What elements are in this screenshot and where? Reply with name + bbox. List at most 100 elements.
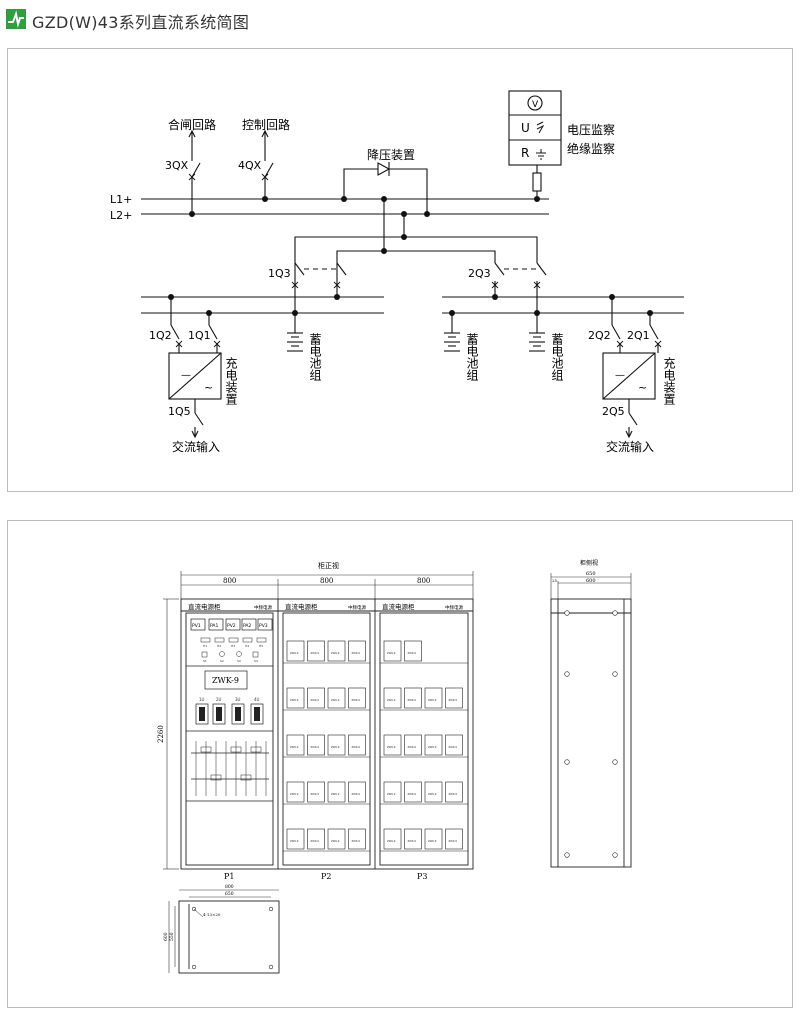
rectifier-module-p2-2-3 (348, 734, 366, 756)
rectifier-module-label: ZWK-9 (428, 698, 437, 702)
rectifier-module-label: ZWK-9 (331, 839, 340, 843)
rectifier-module-label: ZWK-9 (290, 698, 299, 702)
dim-height: 2260 (157, 725, 165, 743)
p2-maker-label: 中频电源 (348, 604, 366, 611)
meter-pv3: PV3 (259, 623, 268, 629)
meter-pv1: PV1 (192, 623, 201, 629)
rectifier-module-p2-0-2 (327, 640, 346, 662)
rectifier-module-label: ZWK-9 (387, 651, 396, 655)
battery-group-left-label: 蓄电池组 (308, 333, 322, 381)
battery-group-right-label: 蓄电池组 (550, 333, 564, 381)
switch-2q1-label: 2Q1 (627, 329, 650, 342)
lamp-h1: H1 (203, 644, 207, 648)
bus-l2-label: L2+ (110, 209, 132, 222)
rectifier-module-label: ZWK-9 (352, 698, 361, 702)
p2-cabinet-title: 直流电源柜 (285, 602, 318, 611)
rectifier-module-p3-1-3 (445, 687, 463, 709)
rectifier-module-label: ZWK-9 (428, 792, 437, 796)
switch-1q5-label: 1Q5 (168, 405, 191, 418)
rectifier-module-p3-0-0 (383, 640, 402, 662)
svg-text:—: — (181, 370, 191, 381)
battery-group-mid-label: 蓄电池组 (465, 333, 479, 381)
ac-input-right-label: 交流输入 (606, 439, 654, 454)
rectifier-module-p2-3-3 (348, 781, 366, 803)
charger-left-label: 充电装置 (224, 356, 238, 405)
p3-maker-label: 中频电源 (445, 604, 463, 611)
rectifier-module-label: ZWK-9 (387, 698, 396, 702)
p1-cabinet-title: 直流电源柜 (188, 602, 221, 611)
rectifier-module-label: ZWK-9 (449, 745, 458, 749)
svg-text:—: — (615, 370, 625, 381)
rectifier-module-p3-4-2 (424, 828, 443, 850)
control-circuit-label: 控制回路 (242, 117, 290, 132)
switch-3qx-label: 3QX (165, 159, 189, 172)
monitor-u-label: U (521, 121, 530, 135)
base-dim-550: 550 (169, 932, 175, 941)
lamp-h2: H2 (217, 644, 221, 648)
voltage-monitor-label: 电压监察 (567, 123, 615, 137)
rectifier-module-p3-2-1 (404, 734, 422, 756)
switch-s3: S3 (237, 659, 241, 663)
rectifier-module-label: ZWK-9 (290, 792, 299, 796)
panel-p3-label: P3 (417, 872, 427, 881)
rectifier-module-label: ZWK-9 (311, 651, 320, 655)
rectifier-module-label: ZWK-9 (290, 839, 299, 843)
rectifier-module-p2-2-2 (327, 734, 346, 756)
rectifier-module-label: ZWK-9 (449, 698, 458, 702)
breaker-1u: 1U (199, 697, 205, 702)
rectifier-module-p2-4-2 (327, 828, 346, 850)
meter-pa2: PA2 (243, 623, 252, 629)
lamp-h5: H5 (259, 644, 263, 648)
rectifier-module-label: ZWK-9 (331, 698, 340, 702)
switch-s1: S1 (203, 659, 207, 663)
meter-pa1: PA1 (210, 623, 219, 629)
meter-pv2: PV2 (227, 623, 236, 629)
rectifier-module-label: ZWK-9 (290, 651, 299, 655)
switch-2q2-label: 2Q2 (588, 329, 611, 342)
rectifier-module-label: ZWK-9 (387, 792, 396, 796)
dim-p1-width: 800 (223, 577, 236, 585)
switch-2q5-label: 2Q5 (602, 405, 625, 418)
page-header: GZD(W)43系列直流系统简图 (0, 0, 800, 38)
rectifier-module-p3-4-0 (383, 828, 402, 850)
rectifier-module-p2-3-1 (307, 781, 325, 803)
breaker-2u: 2U (216, 697, 222, 702)
rectifier-module-p3-4-1 (404, 828, 422, 850)
rectifier-module-p2-1-1 (307, 687, 325, 709)
rectifier-module-p3-0-1 (404, 640, 422, 662)
brand-logo-icon (6, 9, 26, 29)
rectifier-module-label: ZWK-9 (408, 839, 417, 843)
rectifier-module-p2-4-1 (307, 828, 325, 850)
p3-cabinet-title: 直流电源柜 (382, 602, 415, 611)
rectifier-module-p2-4-3 (348, 828, 366, 850)
ac-input-left-label: 交流输入 (172, 439, 220, 454)
rectifier-module-p2-0-1 (307, 640, 325, 662)
switch-1q1-label: 1Q1 (188, 329, 211, 342)
insulation-monitor-label: 绝缘监察 (567, 141, 615, 156)
rectifier-module-label: ZWK-9 (331, 745, 340, 749)
rectifier-module-p2-1-3 (348, 687, 366, 709)
rectifier-module-p3-3-3 (445, 781, 463, 803)
rectifier-module-label: ZWK-9 (311, 745, 320, 749)
svg-text:~: ~ (638, 381, 647, 394)
rectifier-module-p2-3-0 (286, 781, 305, 803)
side-dim-25: 25 (552, 578, 558, 583)
switch-1q2-label: 1Q2 (149, 329, 172, 342)
panel-p2-label: P2 (321, 872, 331, 881)
rectifier-module-p2-2-0 (286, 734, 305, 756)
cabinet-layout-drawing: 柜正视 800 800 800 2260 直流电源柜 中频电源 直流电源柜 中频… (157, 559, 632, 974)
rectifier-module-p2-0-0 (286, 640, 305, 662)
side-dim-600: 600 (586, 578, 596, 584)
rectifier-module-p2-0-3 (348, 640, 366, 662)
side-view-title: 柜侧视 (580, 559, 598, 567)
rectifier-module-p3-2-0 (383, 734, 402, 756)
rectifier-module-p3-3-0 (383, 781, 402, 803)
ground-icon (536, 121, 546, 160)
rectifier-module-p3-1-2 (424, 687, 443, 709)
rectifier-module-label: ZWK-9 (311, 839, 320, 843)
panel-p1-label: P1 (224, 872, 234, 881)
rectifier-module-label: ZWK-9 (408, 745, 417, 749)
breaker-4u: 4U (254, 697, 260, 702)
step-down-label: 降压装置 (367, 148, 415, 162)
rectifier-module-label: ZWK-9 (408, 698, 417, 702)
